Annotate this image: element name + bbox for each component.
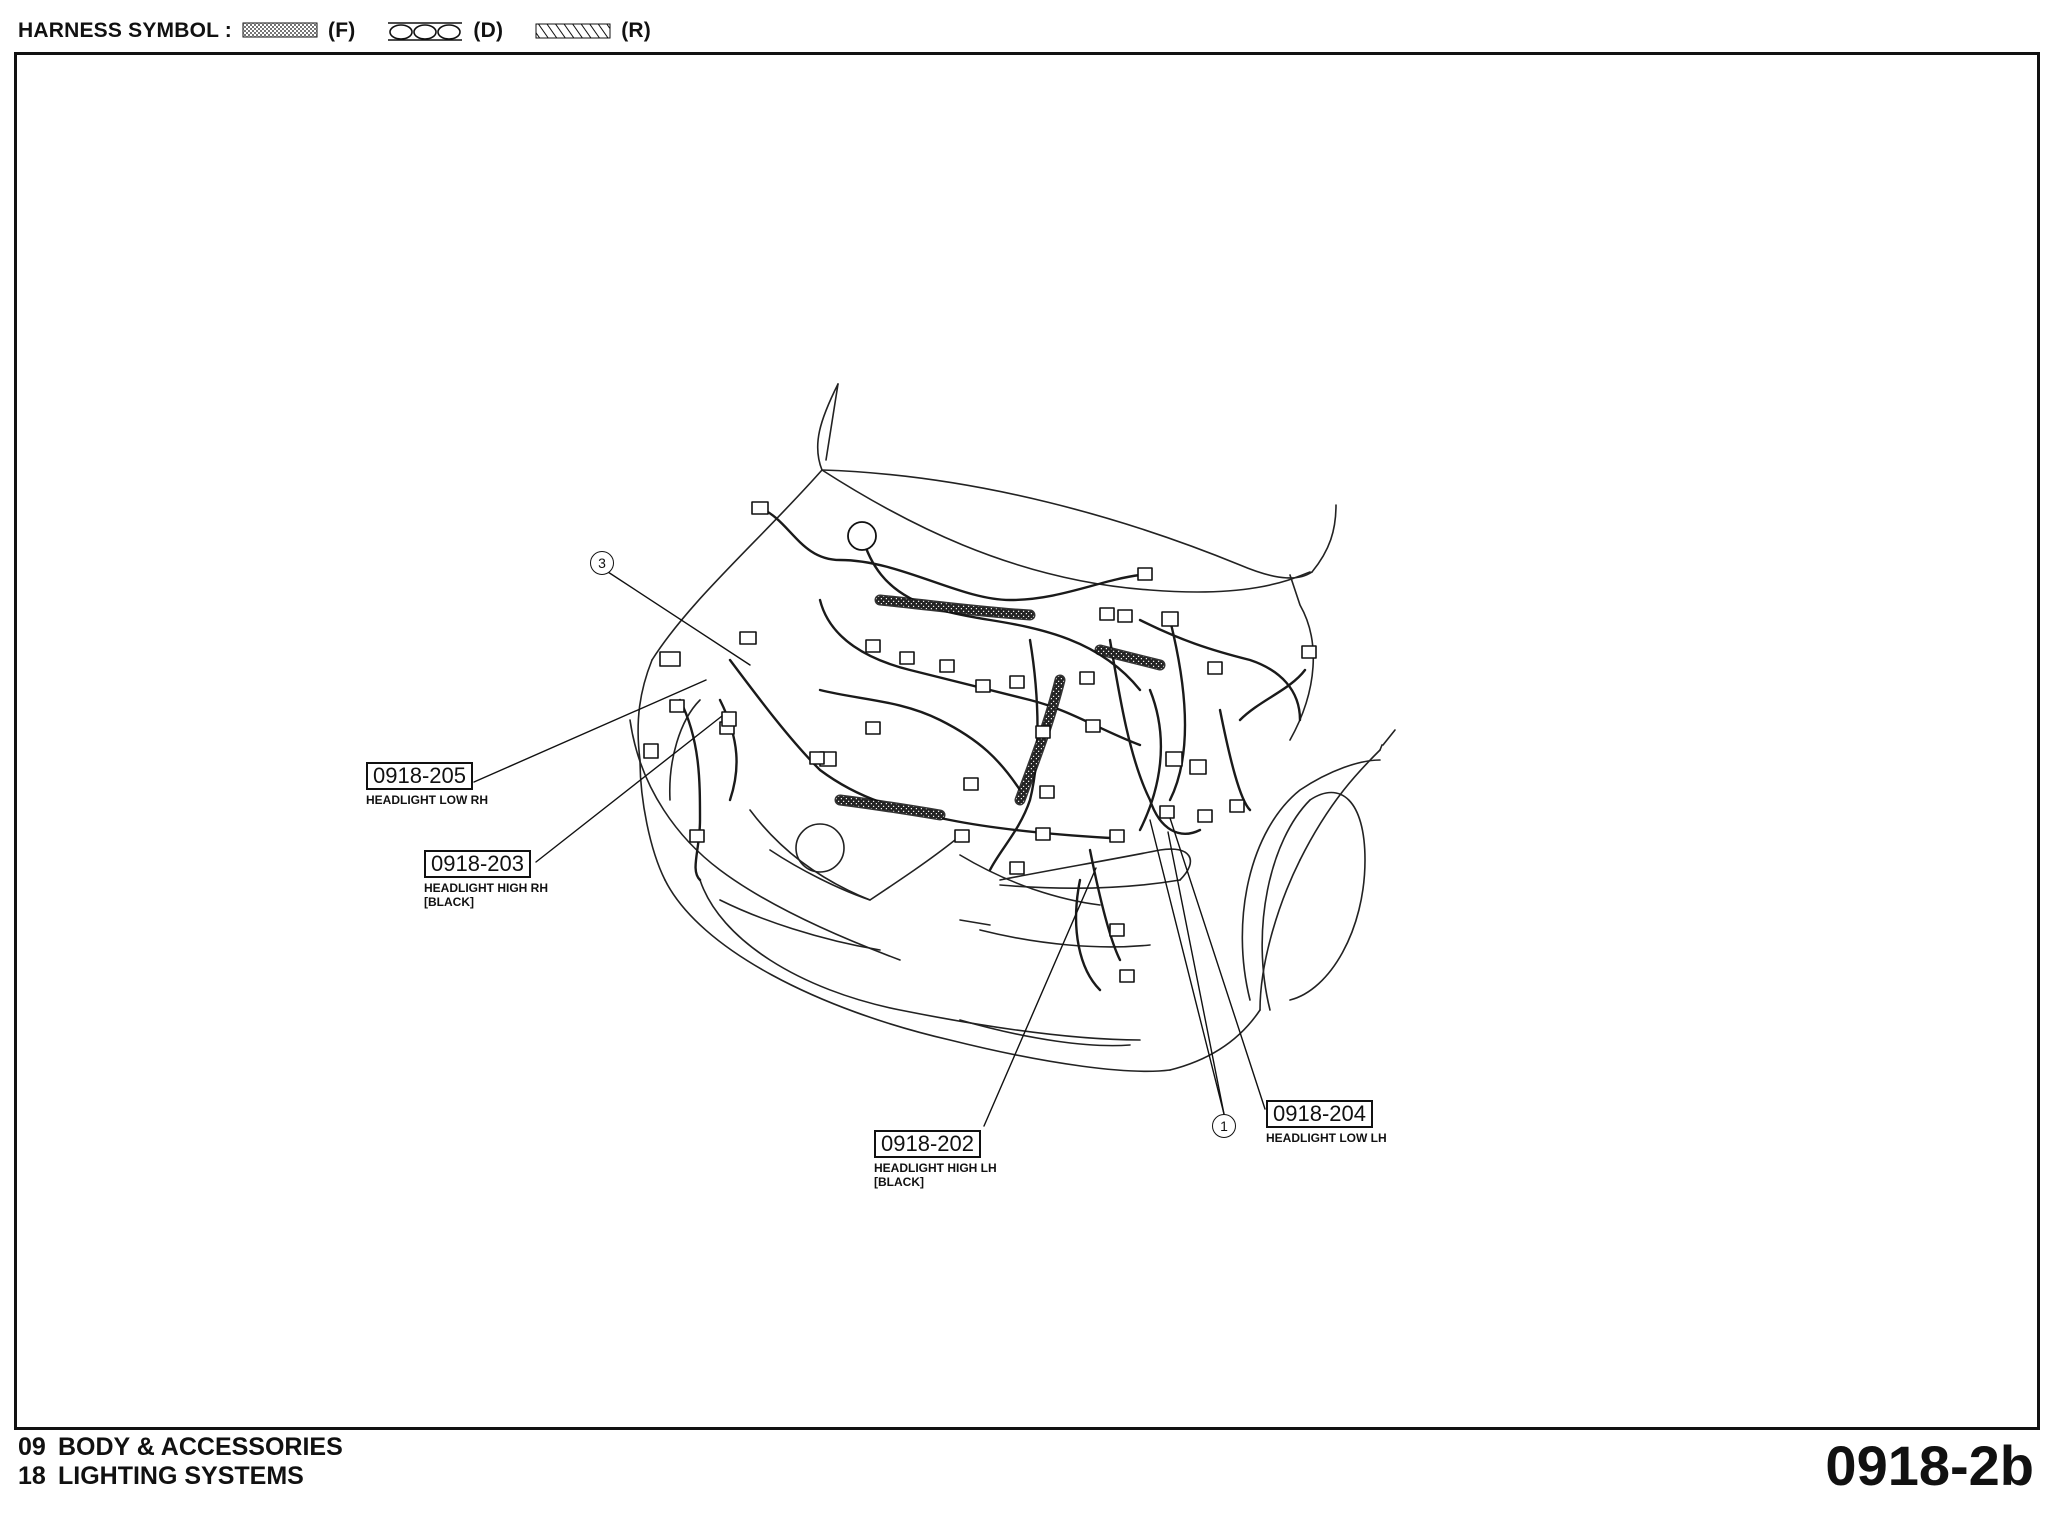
connector-code: 0918-204 xyxy=(1266,1100,1373,1128)
callout-0918-202[interactable]: 0918-202 HEADLIGHT HIGH LH [BLACK] xyxy=(874,1130,997,1189)
section-line-2: 18 LIGHTING SYSTEMS xyxy=(18,1462,343,1491)
section-number: 09 xyxy=(18,1433,46,1461)
reference-marker-1: 1 xyxy=(1212,1114,1236,1138)
callout-0918-204[interactable]: 0918-204 HEADLIGHT LOW LH xyxy=(1266,1100,1387,1145)
connector-code: 0918-205 xyxy=(366,762,473,790)
legend-code-f: (F) xyxy=(328,19,356,42)
ground-point xyxy=(847,521,877,551)
harness-symbol-legend: HARNESS SYMBOL : (F) (D) (R) xyxy=(18,14,673,48)
connector-description: HEADLIGHT LOW RH xyxy=(366,793,488,807)
harness-r-symbol-icon xyxy=(535,23,611,39)
subsection-title: LIGHTING SYSTEMS xyxy=(58,1462,304,1490)
car-body-outline xyxy=(629,383,1396,1072)
page-code: 0918-2b xyxy=(1825,1434,2034,1497)
wiring-harness xyxy=(678,506,1307,992)
reference-marker-3: 3 xyxy=(590,551,614,575)
legend-code-d: (D) xyxy=(473,19,504,42)
connector-code: 0918-203 xyxy=(424,850,531,878)
diagram-frame xyxy=(14,52,2040,1430)
harness-connectors xyxy=(643,501,1317,983)
legend-code-r: (R) xyxy=(621,19,651,42)
subsection-number: 18 xyxy=(18,1462,46,1490)
leader-lines xyxy=(473,571,1266,1127)
section-footer: 09 BODY & ACCESSORIES 18 LIGHTING SYSTEMS xyxy=(18,1433,343,1491)
callout-0918-205[interactable]: 0918-205 HEADLIGHT LOW RH xyxy=(366,762,488,807)
harness-d-symbol-icon xyxy=(388,22,463,41)
legend-label: HARNESS SYMBOL : xyxy=(18,19,232,42)
connector-code: 0918-202 xyxy=(874,1130,981,1158)
callout-0918-203[interactable]: 0918-203 HEADLIGHT HIGH RH [BLACK] xyxy=(424,850,548,909)
section-title: BODY & ACCESSORIES xyxy=(58,1433,343,1461)
harness-f-symbol-icon xyxy=(242,22,318,38)
reference-marker-3-label: 3 xyxy=(598,555,606,571)
connector-color: [BLACK] xyxy=(874,1175,924,1189)
connector-description: HEADLIGHT HIGH LH xyxy=(874,1161,997,1175)
connector-description: HEADLIGHT LOW LH xyxy=(1266,1131,1387,1145)
reference-marker-1-label: 1 xyxy=(1220,1118,1228,1134)
connector-color: [BLACK] xyxy=(424,895,474,909)
section-line-1: 09 BODY & ACCESSORIES xyxy=(18,1433,343,1462)
connector-description: HEADLIGHT HIGH RH xyxy=(424,881,548,895)
